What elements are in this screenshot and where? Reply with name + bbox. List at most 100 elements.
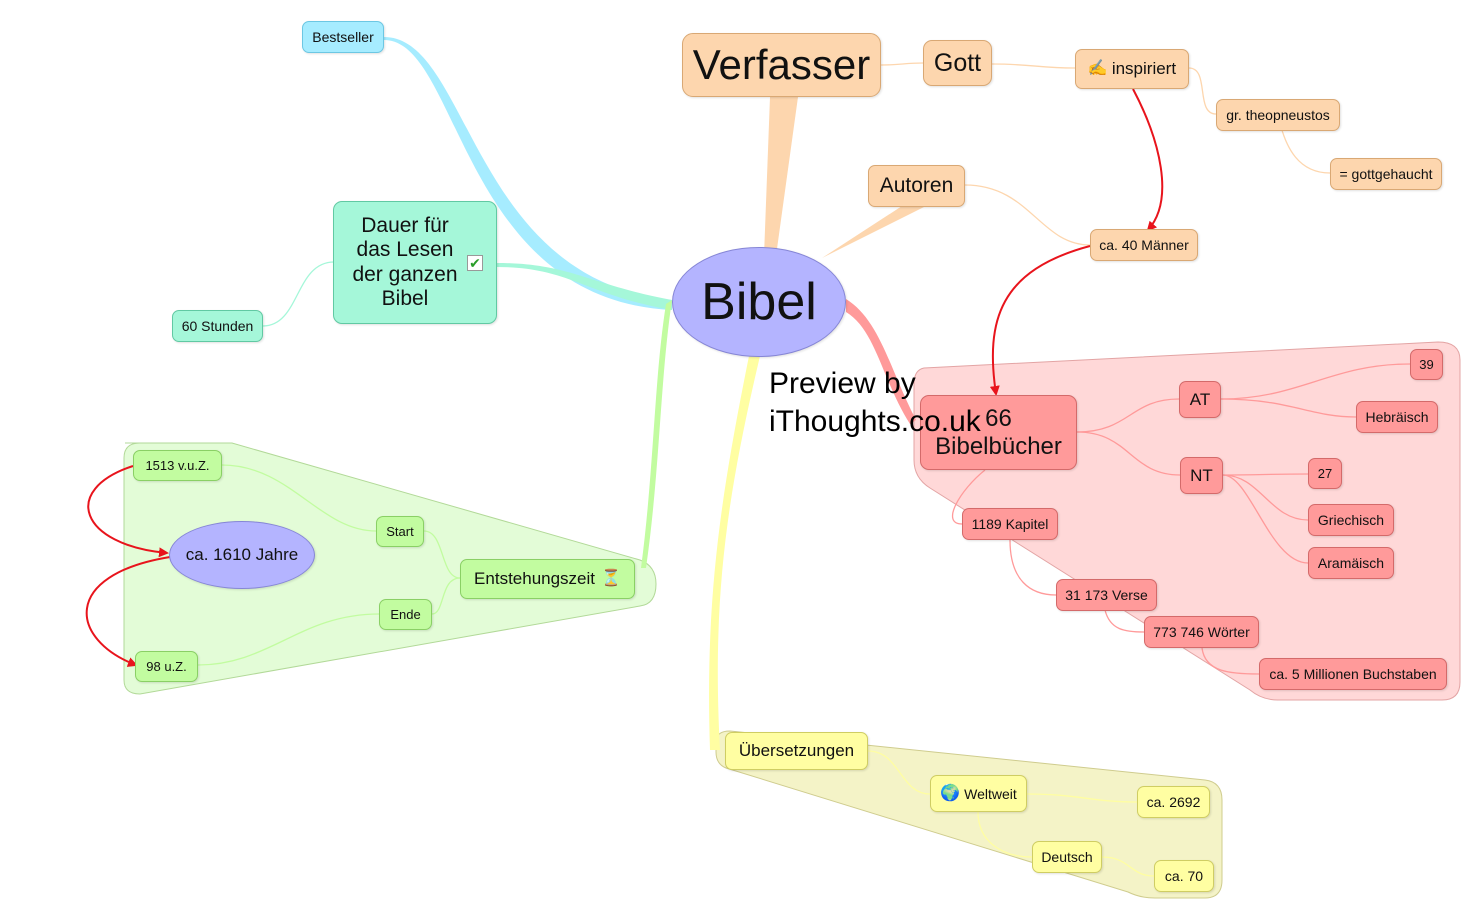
node-at[interactable]: AT — [1179, 381, 1221, 418]
node-98[interactable]: 98 u.Z. — [135, 651, 198, 682]
node-gott-label: Gott — [933, 48, 982, 77]
node-uebersetzungen[interactable]: Übersetzungen — [725, 732, 868, 770]
branch-autoren — [822, 206, 926, 258]
node-inspiriert-label: inspiriert — [1111, 59, 1177, 78]
node-aramaeisch[interactable]: Aramäisch — [1308, 547, 1394, 579]
node-1610-jahre-label: ca. 1610 Jahre — [185, 545, 299, 564]
node-1513[interactable]: 1513 v.u.Z. — [133, 450, 222, 481]
node-nt-label: NT — [1190, 465, 1213, 485]
node-theopneustos[interactable]: gr. theopneustos — [1216, 99, 1340, 131]
connector-at-39 — [1220, 363, 1411, 400]
node-40-maenner-label: ca. 40 Männer — [1099, 237, 1189, 253]
node-ca-2692[interactable]: ca. 2692 — [1137, 786, 1210, 818]
node-60-stunden[interactable]: 60 Stunden — [172, 310, 263, 342]
node-773746-woerter[interactable]: 773 746 Wörter — [1144, 616, 1259, 648]
node-uebersetzungen-label: Übersetzungen — [738, 741, 855, 760]
node-at-label: AT — [1189, 389, 1211, 409]
connector-inspiriert-theopneustos — [1188, 67, 1217, 115]
node-27-label: 27 — [1317, 466, 1333, 481]
connector-weltweit-2692 — [1026, 793, 1138, 803]
node-griechisch-label: Griechisch — [1317, 512, 1385, 528]
node-ca-70[interactable]: ca. 70 — [1154, 860, 1214, 892]
node-1513-label: 1513 v.u.Z. — [145, 458, 210, 473]
branch-bibelbuecher — [846, 299, 916, 424]
node-nt[interactable]: NT — [1180, 457, 1223, 494]
connector-ende-bis — [197, 613, 380, 666]
connector-verse-woerter — [1104, 609, 1145, 633]
pen-icon: ✍️ — [1087, 60, 1108, 77]
connector-deutsch-70 — [1101, 856, 1155, 877]
node-31173-verse[interactable]: 31 173 Verse — [1056, 579, 1157, 611]
group-boundary-entstehungszeit — [123, 442, 657, 695]
node-hebraeisch[interactable]: Hebräisch — [1356, 401, 1438, 433]
node-ende[interactable]: Ende — [379, 599, 432, 630]
hourglass-icon: ⏳ — [601, 570, 621, 587]
arrow-jahre-bis — [85, 556, 171, 667]
connector-gott-inspiriert — [991, 63, 1076, 69]
connector-nt-griechisch — [1222, 474, 1309, 521]
node-1189-kapitel-label: 1189 Kapitel — [971, 516, 1049, 532]
node-autoren-label: Autoren — [879, 174, 954, 197]
node-27[interactable]: 27 — [1308, 458, 1342, 489]
node-autoren[interactable]: Autoren — [868, 165, 965, 207]
connector-buecher-at — [1076, 398, 1180, 433]
connector-buecher-nt — [1076, 431, 1181, 476]
branch-uebersetzungen — [709, 356, 760, 750]
node-deutsch[interactable]: Deutsch — [1032, 841, 1102, 873]
node-31173-verse-label: 31 173 Verse — [1065, 587, 1148, 603]
branch-entstehungszeit — [641, 300, 672, 568]
node-bestseller-label: Bestseller — [312, 29, 374, 45]
node-dauer[interactable]: Dauer für das Lesen der ganzen Bibel ✔ — [333, 201, 497, 324]
connector-verfasser-gott — [880, 62, 924, 66]
center-node-label: Bibel — [701, 273, 817, 331]
node-bestseller[interactable]: Bestseller — [302, 21, 384, 53]
node-entstehungszeit[interactable]: Entstehungszeit ⏳ — [460, 559, 635, 599]
node-66-bibelbuecher[interactable]: 66 Bibelbücher — [920, 395, 1077, 470]
node-ende-label: Ende — [390, 607, 421, 622]
node-1189-kapitel[interactable]: 1189 Kapitel — [962, 508, 1058, 540]
node-gottgehaucht-label: = gottgehaucht — [1339, 166, 1433, 182]
node-39-label: 39 — [1419, 357, 1434, 372]
globe-icon: 🌍 — [940, 784, 961, 802]
node-hebraeisch-label: Hebräisch — [1365, 409, 1429, 425]
node-66-bibelbuecher-label: 66 Bibelbücher — [935, 404, 1062, 460]
node-verfasser-label: Verfasser — [692, 41, 871, 88]
node-inspiriert[interactable]: ✍️ inspiriert — [1075, 49, 1189, 89]
node-773746-woerter-label: 773 746 Wörter — [1153, 624, 1250, 640]
connector-kapitel-verse — [1009, 539, 1057, 596]
node-dauer-label: Dauer für das Lesen der ganzen Bibel — [352, 214, 458, 310]
node-gott[interactable]: Gott — [923, 40, 992, 86]
node-aramaeisch-label: Aramäisch — [1317, 555, 1385, 571]
node-start-label: Start — [386, 524, 414, 539]
connector-autoren-maenner — [964, 184, 1091, 246]
node-1610-jahre[interactable]: ca. 1610 Jahre — [169, 521, 315, 589]
branch-verfasser — [764, 97, 798, 256]
node-deutsch-label: Deutsch — [1041, 849, 1093, 865]
node-verfasser[interactable]: Verfasser — [682, 33, 881, 97]
node-griechisch[interactable]: Griechisch — [1308, 504, 1394, 536]
node-theopneustos-label: gr. theopneustos — [1226, 107, 1330, 123]
node-start[interactable]: Start — [376, 516, 424, 547]
node-60-stunden-label: 60 Stunden — [181, 318, 254, 334]
node-5-millionen-buchstaben-label: ca. 5 Millionen Buchstaben — [1269, 666, 1437, 682]
node-ca-2692-label: ca. 2692 — [1146, 794, 1201, 810]
connector-entstehung-ende — [431, 577, 461, 615]
node-40-maenner[interactable]: ca. 40 Männer — [1090, 229, 1198, 261]
node-entstehungszeit-label: Entstehungszeit — [474, 569, 596, 588]
connector-uebersetzungen-weltweit — [867, 750, 931, 795]
connector-nt-aramaeisch — [1222, 474, 1309, 564]
arrow-maenner-buecher — [989, 245, 1091, 396]
node-98-label: 98 u.Z. — [146, 659, 187, 674]
checkmark-icon: ✔ — [467, 254, 483, 271]
connector-entstehung-start — [423, 530, 461, 579]
node-ca-70-label: ca. 70 — [1164, 868, 1204, 884]
node-weltweit-label: Weltweit — [964, 785, 1017, 802]
arrow-inspiriert-maenner — [1132, 88, 1164, 232]
node-gottgehaucht[interactable]: = gottgehaucht — [1330, 158, 1442, 190]
connector-start-von — [221, 464, 377, 532]
node-weltweit[interactable]: 🌍 Weltweit — [930, 775, 1027, 812]
node-5-millionen-buchstaben[interactable]: ca. 5 Millionen Buchstaben — [1259, 658, 1447, 690]
node-39[interactable]: 39 — [1410, 349, 1443, 380]
center-node-bibel[interactable]: Bibel — [672, 247, 846, 357]
